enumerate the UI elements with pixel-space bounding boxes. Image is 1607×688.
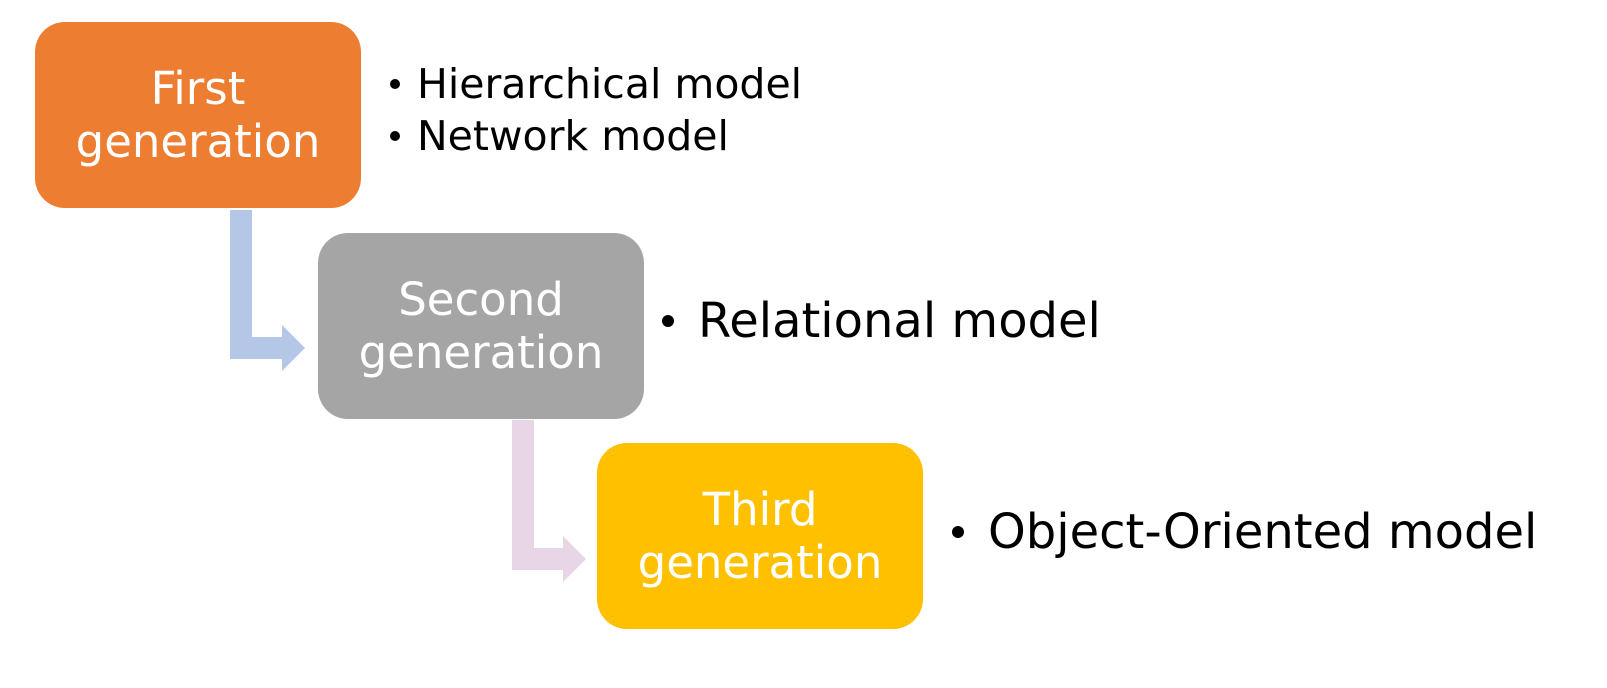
second-generation-models-list: Relational model [662,290,1101,352]
list-item: Hierarchical model [390,58,802,110]
model-label-relational: Relational model [698,293,1101,349]
first-generation-box: First generation [35,22,361,208]
list-item: Relational model [662,290,1101,352]
bullet-icon [390,131,400,141]
second-generation-title-line1: Second [398,273,564,326]
bullet-icon [390,79,400,89]
list-item: Object-Oriented model [952,501,1537,563]
bullet-icon [662,315,674,327]
model-label-network: Network model [417,112,729,160]
third-generation-title-line1: Third [702,483,818,536]
connector-arrow-first-to-second [230,210,305,371]
third-generation-title-line2: generation [637,536,883,589]
second-generation-title-line2: generation [358,326,604,379]
first-generation-models-list: Hierarchical model Network model [390,58,802,162]
third-generation-models-list: Object-Oriented model [952,501,1537,563]
first-generation-title-line2: generation [75,115,321,168]
model-label-object-oriented: Object-Oriented model [988,504,1538,560]
bullet-icon [952,526,964,538]
second-generation-box: Second generation [318,233,644,419]
model-label-hierarchical: Hierarchical model [417,60,803,108]
third-generation-box: Third generation [597,443,923,629]
first-generation-title-line1: First [150,62,246,115]
connector-arrow-second-to-third [512,420,586,582]
list-item: Network model [390,110,802,162]
